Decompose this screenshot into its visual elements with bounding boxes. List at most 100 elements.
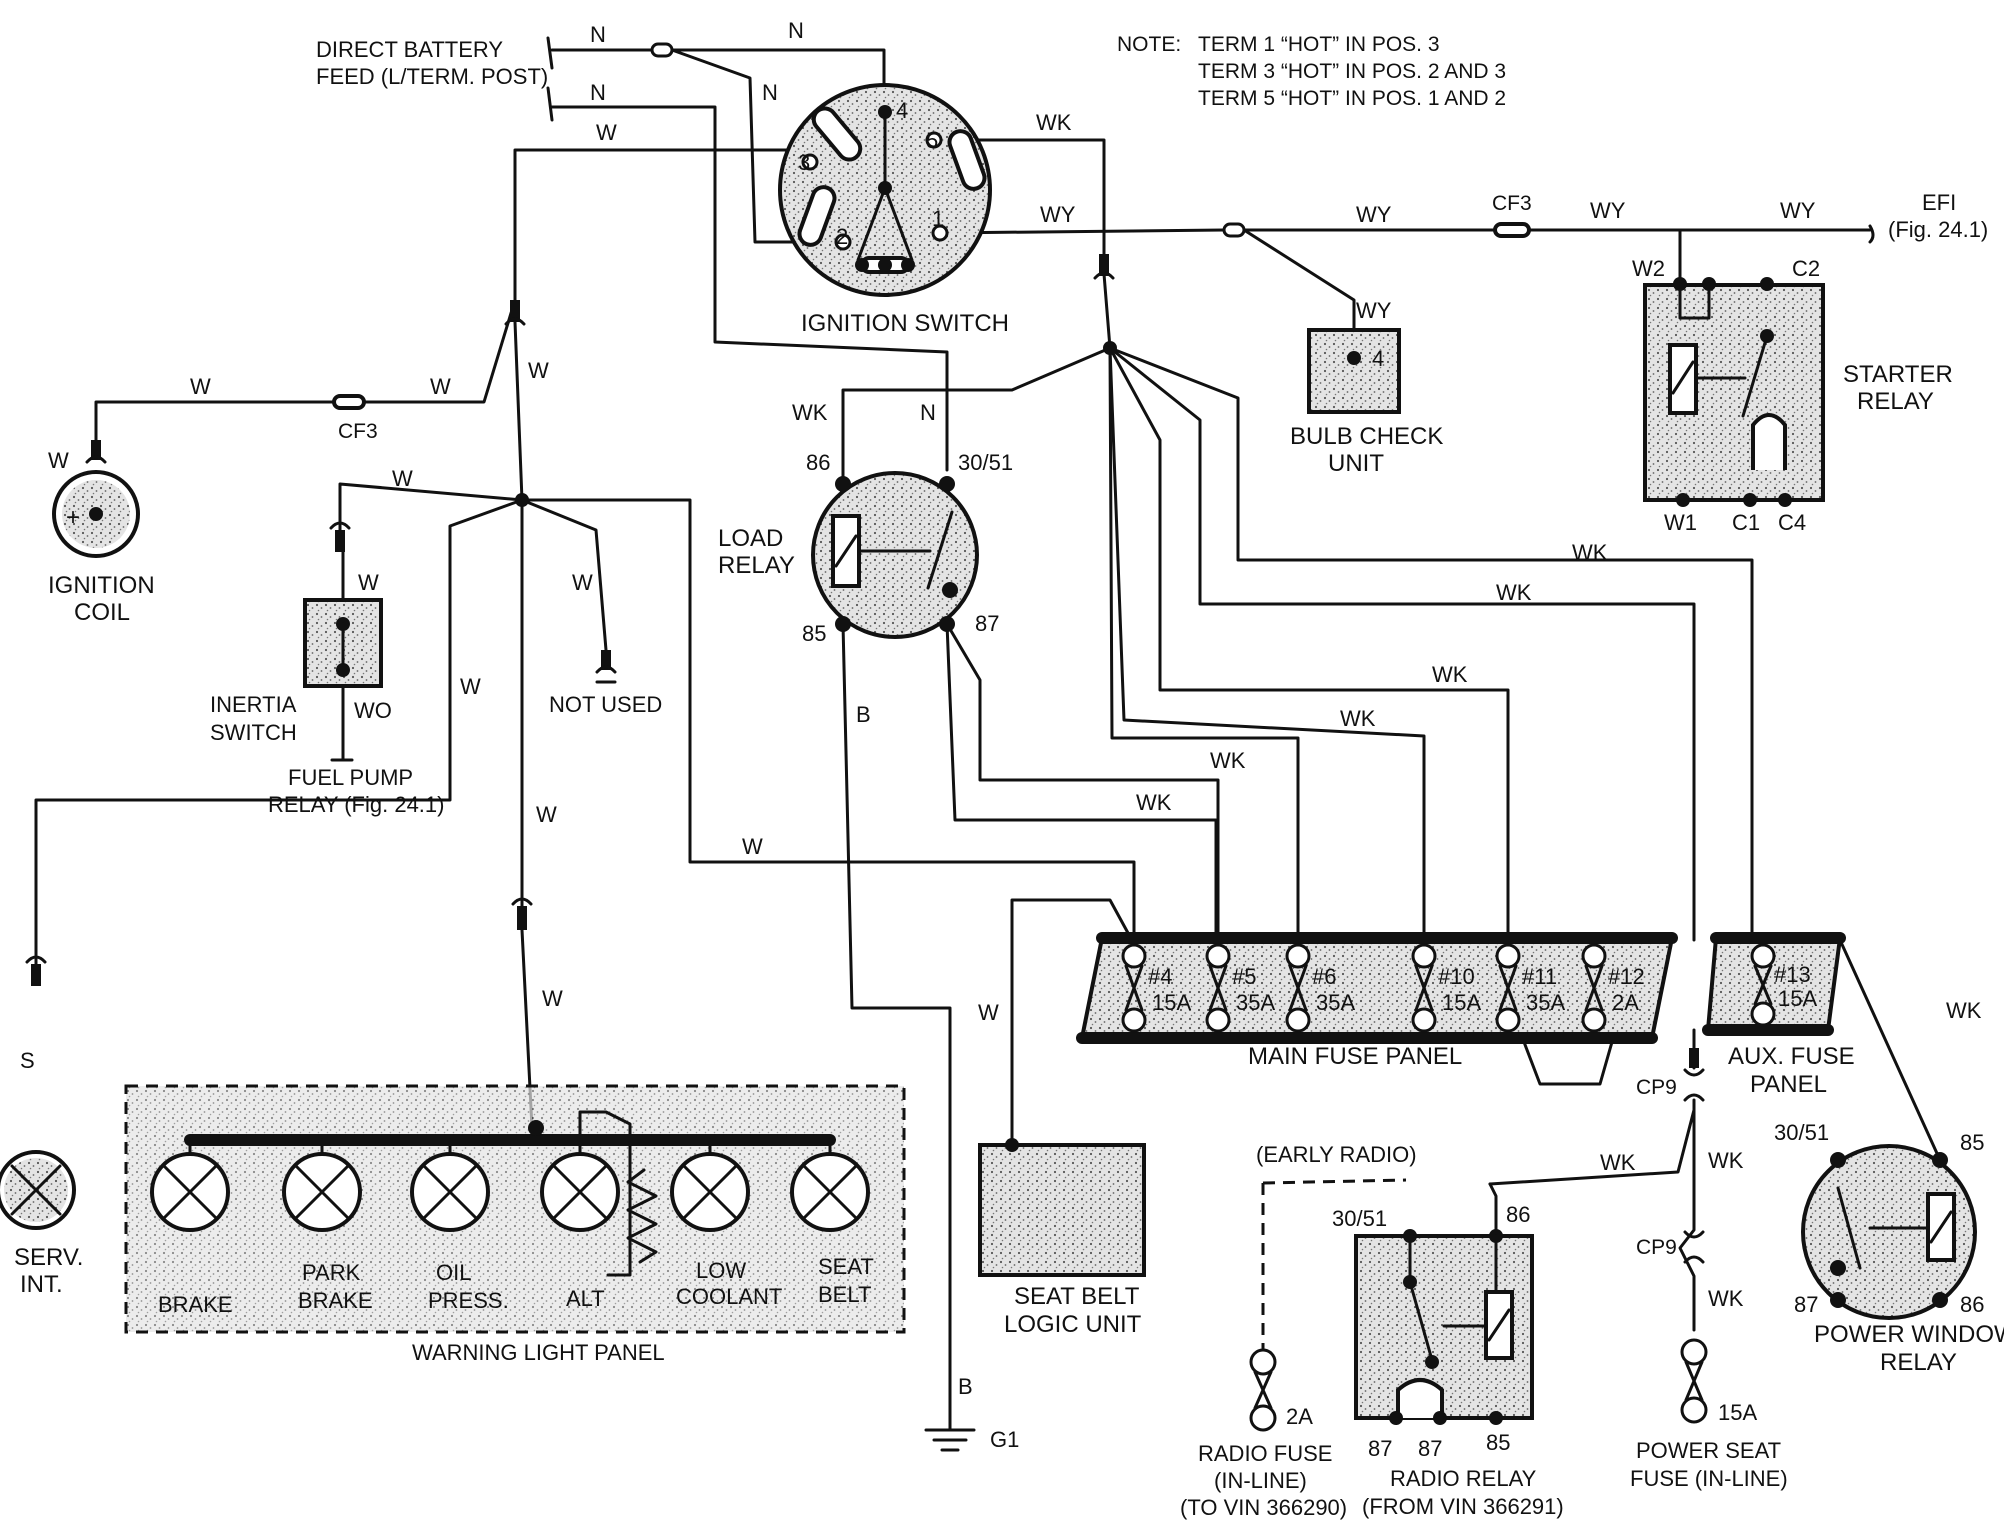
pw-relay-t86: 86 (1960, 1292, 1984, 1317)
starter-w2: W2 (1632, 256, 1665, 281)
main-fuse-amp-5: 2A (1612, 990, 1639, 1015)
inertia-switch: INERTIA SWITCH FUEL PUMP RELAY (Fig. 24.… (210, 550, 444, 817)
warning-lamp-sublabel-4: COOLANT (676, 1284, 782, 1309)
wire-wy-2: WY (1356, 202, 1392, 227)
aux-fuse-label-2: PANEL (1750, 1071, 1827, 1098)
note-line-3: TERM 5 “HOT” IN POS. 1 AND 2 (1198, 87, 1506, 110)
main-fuse-amp-3: 15A (1442, 990, 1481, 1015)
ground-label: G1 (990, 1427, 1019, 1452)
wire-w-10: W (536, 802, 557, 827)
main-fuse-amp-0: 15A (1152, 990, 1191, 1015)
cf3-a-label: CF3 (338, 420, 378, 443)
not-used-label: NOT USED (549, 692, 662, 717)
wire-w-3: W (430, 374, 451, 399)
pw-relay-label-1: POWER WINDOW (1814, 1321, 2004, 1348)
wire-w-13: W (978, 1000, 999, 1025)
wire-w-7: W (358, 570, 379, 595)
wire-b-2: B (958, 1374, 973, 1399)
warning-lamp-0: BRAKE (150, 1138, 233, 1317)
aux-fuse-13: #13 15A (1750, 943, 1817, 1027)
wire-n-4: N (590, 80, 606, 105)
inertia-label-1: INERTIA (210, 692, 297, 717)
radio-relay-t87a: 87 (1368, 1436, 1392, 1461)
warning-lamp-sublabel-5: BELT (818, 1282, 871, 1307)
ground-g1: G1 (924, 1427, 1019, 1452)
wire-wk-7: WK (1210, 748, 1246, 773)
warning-lamp-3: ALT (540, 1138, 620, 1311)
warning-lamp-sublabel-2: PRESS. (428, 1288, 509, 1313)
warning-lamp-label-2: OIL (436, 1260, 471, 1285)
radio-relay: 30/51 86 87 87 85 RADIO RELAY (FROM VIN … (1332, 1202, 1564, 1519)
svg-text:+: + (66, 504, 80, 531)
wire-b-1: B (856, 702, 871, 727)
bulb-check-label-2: UNIT (1328, 450, 1384, 477)
pw-relay-t87: 87 (1794, 1292, 1818, 1317)
load-relay-t85: 85 (802, 621, 826, 646)
load-relay-label-1: LOAD (718, 525, 783, 552)
wire-w-2: W (190, 374, 211, 399)
wire-wy-1: WY (1040, 202, 1076, 227)
warning-lamp-5: SEAT BELT (790, 1138, 874, 1307)
wire-wk-8: WK (1136, 790, 1172, 815)
radio-fuse-label-2: (IN-LINE) (1214, 1468, 1307, 1493)
main-fuse-num-0: #4 (1148, 964, 1172, 989)
wire-w-1: W (596, 120, 617, 145)
ignition-coil-label-1: IGNITION (48, 572, 155, 599)
warning-lamp-sublabel-1: BRAKE (298, 1288, 373, 1313)
wire-n-2: N (788, 18, 804, 43)
note-line-2: TERM 3 “HOT” IN POS. 2 AND 3 (1198, 60, 1506, 83)
note-line-1: TERM 1 “HOT” IN POS. 3 (1198, 33, 1440, 56)
wire-w-6: W (392, 466, 413, 491)
seat-belt-logic-unit: SEAT BELT LOGIC UNIT (978, 1138, 1146, 1338)
bulb-check-label-1: BULB CHECK (1290, 423, 1443, 450)
wire-w-8: W (572, 570, 593, 595)
starter-w1: W1 (1664, 510, 1697, 535)
radio-relay-t85: 85 (1486, 1430, 1510, 1455)
wire-wk-3: WK (1572, 540, 1608, 565)
starter-label-1: STARTER (1843, 361, 1953, 388)
note-block: NOTE: TERM 1 “HOT” IN POS. 3 TERM 3 “HOT… (1117, 33, 1506, 110)
wire-wk-9: WK (1946, 998, 1982, 1023)
wire-wk-1: WK (1036, 110, 1072, 135)
warning-lamp-2: OIL PRESS. (410, 1138, 509, 1313)
power-seat-fuse: 15A POWER SEAT FUSE (IN-LINE) (1630, 1338, 1788, 1491)
warning-lamp-label-5: SEAT (818, 1254, 874, 1279)
radio-fuse-amp: 2A (1286, 1404, 1313, 1429)
main-fuse-num-1: #5 (1232, 964, 1256, 989)
warning-panel-label: WARNING LIGHT PANEL (412, 1340, 665, 1365)
starter-label-2: RELAY (1857, 388, 1934, 415)
main-fuse-amp-4: 35A (1526, 990, 1565, 1015)
seat-belt-label-2: LOGIC UNIT (1004, 1311, 1142, 1338)
wire-wy-5: WY (1356, 298, 1392, 323)
starter-c1: C1 (1732, 510, 1760, 535)
early-radio-label: (EARLY RADIO) (1256, 1142, 1417, 1167)
power-seat-amp: 15A (1718, 1400, 1757, 1425)
warning-lamp-label-3: ALT (566, 1286, 605, 1311)
wire-wk-10: WK (1600, 1150, 1636, 1175)
main-fuse-amp-2: 35A (1316, 990, 1355, 1015)
wire-wk-6: WK (1340, 706, 1376, 731)
load-relay-t30: 30/51 (958, 450, 1013, 475)
serv-int-label-2: INT. (20, 1271, 63, 1298)
aux-fuse-panel: #13 15A AUX. FUSE PANEL (1702, 932, 1855, 1098)
wire-wy-3: WY (1590, 198, 1626, 223)
radio-fuse-label-1: RADIO FUSE (1198, 1441, 1332, 1466)
warning-lamp-label-4: LOW (696, 1258, 746, 1283)
serv-int-lamp: SERV. INT. (0, 1150, 83, 1298)
wire-w-9: W (460, 674, 481, 699)
bulb-check-term: 4 (1372, 346, 1384, 371)
pw-relay-label-2: RELAY (1880, 1349, 1957, 1376)
ignition-coil: + IGNITION COIL (48, 470, 155, 626)
load-relay-t87: 87 (975, 611, 999, 636)
radio-relay-label-1: RADIO RELAY (1390, 1466, 1537, 1491)
warning-lamp-label-1: PARK (302, 1260, 361, 1285)
main-fuse-num-2: #6 (1312, 964, 1336, 989)
radio-section: (EARLY RADIO) 2A RADIO FUSE (IN-LINE) (T… (1180, 1142, 1564, 1520)
ign-term-2: 2 (836, 224, 848, 249)
ignition-switch: 4 5 3 2 1 IGNITION SWITCH (778, 83, 1009, 337)
warning-lamp-1: PARK BRAKE (282, 1138, 373, 1313)
